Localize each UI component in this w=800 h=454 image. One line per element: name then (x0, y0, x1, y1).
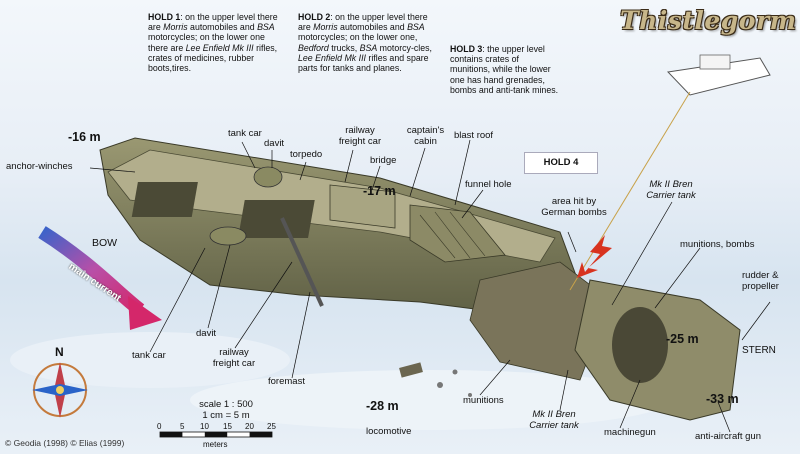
label-bridge: bridge (370, 155, 397, 166)
hold-1-text: automobiles and (187, 22, 258, 33)
hold-2-text: automobiles and (337, 22, 408, 33)
label-stern: STERN (742, 345, 776, 356)
scale-tick: 10 (200, 422, 209, 431)
locomotive-debris (399, 362, 423, 378)
hold-1-label: HOLD 1 (148, 12, 181, 22)
hold-2-label: HOLD 2 (298, 12, 331, 22)
dive-boat-cabin (699, 54, 731, 70)
label-blast-roof: blast roof (454, 130, 494, 141)
label-mk2-top: Mk II Bren Carrier tank (646, 179, 696, 201)
label-bow: BOW (92, 237, 118, 249)
debris-bit (437, 382, 443, 388)
label-anti-aircraft-gun: anti-aircraft gun (695, 431, 762, 442)
label-davit-top: davit (264, 138, 285, 149)
foremast-pole (280, 217, 324, 307)
label-davit-bottom: davit (196, 328, 217, 339)
hold-2-text: rifles and spare parts for tanks and pla… (298, 52, 429, 74)
label-railway-freight-car-bottom: railway freight car (212, 347, 256, 369)
leader-lines (89, 139, 771, 433)
hold-1-text: : on the upper level there are (148, 12, 278, 33)
label-funnel-hole: funnel hole (465, 179, 512, 190)
copyright-credit: © Geodia (1998) © Elias (1999) (5, 438, 125, 448)
hold-2-text: BSA (407, 22, 425, 33)
bridge-structure (329, 184, 396, 229)
scale-tick: 5 (180, 422, 185, 431)
hold-2-description: HOLD 2: on the upper level there are Mor… (298, 12, 433, 73)
label-anchor-winches: anchor-winches (6, 161, 73, 172)
bomb-hit-arrow (577, 235, 612, 278)
compass-north-label: N (55, 345, 64, 359)
hold-3-text: : the upper level contains crates of mun… (450, 44, 559, 95)
scale-tick: 25 (267, 422, 276, 431)
tank-car-cylinder (209, 226, 247, 246)
depth-locomotive: -28 m (366, 399, 399, 413)
hold-2-opening (238, 200, 315, 238)
depth-stern: -25 m (666, 332, 699, 346)
hold-1-text: motorcycles; on the lower one there are (148, 32, 265, 53)
scale-tick: 20 (245, 422, 254, 431)
scale-equivalence: 1 cm = 5 m (202, 410, 250, 421)
crate-lines (449, 211, 486, 257)
hold-2-text: Morris (313, 22, 338, 33)
depth-bridge: -17 m (363, 184, 396, 198)
hold-2-text: trucks, (328, 42, 360, 53)
hold-2-text: motorcycles; on the lower one, (298, 32, 418, 43)
mooring-line (569, 91, 691, 291)
label-tank-car-bottom: tank car (132, 350, 166, 361)
depth-gun: -33 m (706, 392, 739, 406)
hold-4-box: HOLD 4 (524, 152, 598, 174)
hold-2-text: motorcy-cles, (377, 42, 432, 53)
main-current-arrowhead (128, 296, 162, 330)
hold-2-text: BSA (359, 42, 378, 53)
hold-1-description: HOLD 1: on the upper level there are Mor… (148, 12, 278, 73)
debris-bit (452, 369, 458, 375)
label-railway-freight-car-top: railway freight car (338, 125, 382, 147)
crate-lines (434, 211, 471, 259)
hold-2-text: Bedford (298, 42, 329, 53)
hold-1-text: Lee Enfield Mk III (185, 42, 254, 53)
debris-bit (468, 393, 472, 397)
label-tank-car-top: tank car (228, 128, 262, 139)
crate-lines (419, 214, 456, 259)
scale-ratio: scale 1 : 500 (199, 399, 253, 410)
seabed-patch (190, 370, 670, 430)
depth-bow: -16 m (68, 130, 101, 144)
hold-1-text: rifles, crates of medicines, rubber boot… (148, 42, 278, 74)
hold-3-crates (409, 204, 506, 263)
label-foremast: foremast (268, 376, 305, 387)
scale-tick: 0 (157, 422, 162, 431)
hold-3-description: HOLD 3: the upper level contains crates … (450, 44, 560, 95)
label-rudder-propeller: rudder & propeller (742, 270, 779, 292)
hold-3-label: HOLD 3 (450, 44, 483, 54)
label-machinegun: machinegun (604, 427, 656, 438)
hold-2-text: : on the upper level there are (298, 12, 428, 33)
main-current-arrow (38, 226, 145, 316)
label-munitions-bombs: munitions, bombs (680, 239, 755, 250)
scale-unit: meters (203, 440, 228, 449)
hold-2-text: Lee Enfield Mk III (298, 52, 366, 63)
label-area-hit: area hit by German bombs (541, 196, 607, 218)
label-munitions: munitions (463, 395, 504, 406)
hold-1-text: Morris (163, 22, 188, 33)
scale-bar (159, 431, 273, 438)
label-mk2-bottom: Mk II Bren Carrier tank (529, 409, 579, 431)
hold-1-text: BSA (257, 22, 275, 33)
scale-tick: 15 (223, 422, 232, 431)
stern-hold-opening (612, 307, 668, 383)
label-locomotive: locomotive (366, 426, 412, 437)
hold-1-opening (131, 182, 198, 217)
label-captains-cabin: captain's cabin (406, 125, 445, 147)
compass-rose (32, 362, 88, 418)
label-torpedo: torpedo (290, 149, 323, 160)
tank-car-cylinder (253, 166, 283, 188)
diagram-title: Thistlegorm (620, 6, 797, 35)
